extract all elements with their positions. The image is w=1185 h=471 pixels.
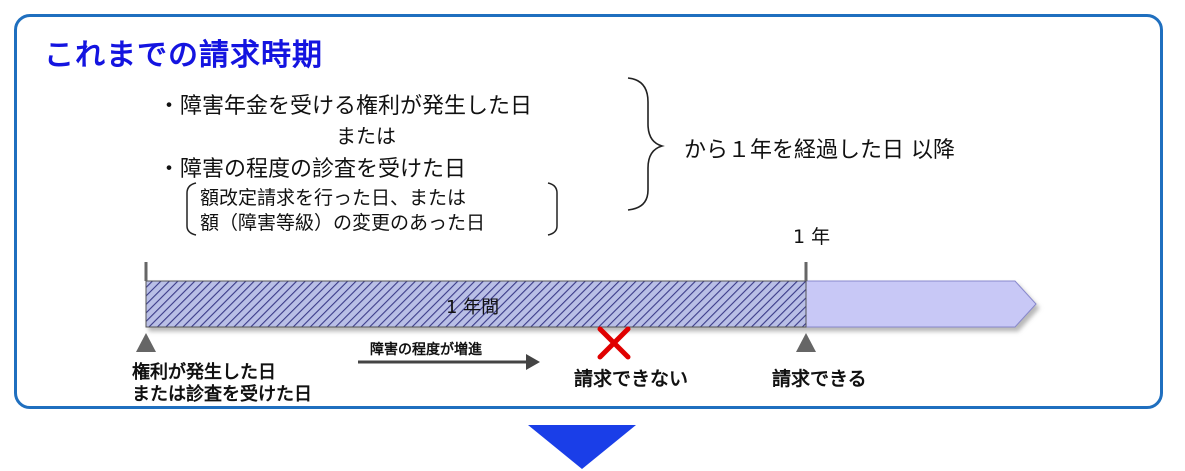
condition-or: または [336, 124, 396, 148]
cross-icon [597, 326, 631, 360]
brace-large [627, 77, 665, 211]
one-year-triangle [796, 333, 816, 352]
condition-item-2: ・障害の程度の診査を受けた日 [158, 157, 467, 182]
down-arrow-icon [528, 425, 636, 469]
condition-sub-2: 額（障害等級）の変更のあった日 [200, 212, 486, 234]
cannot-claim-label: 請求できない [574, 368, 689, 390]
progression-arrow-head [526, 354, 540, 370]
paren-left [186, 182, 197, 236]
one-year-bar [145, 280, 807, 328]
condition-result: から１年を経過した日 以降 [684, 138, 955, 163]
paren-right [547, 182, 558, 236]
start-triangle [136, 333, 156, 352]
start-label-line-2: または診査を受けた日 [132, 384, 312, 405]
condition-item-1: ・障害年金を受ける権利が発生した日 [158, 94, 533, 119]
one-year-marker: 1 年 [793, 226, 831, 248]
after-year-bar [805, 280, 1037, 328]
progression-label: 障害の程度が増進 [370, 342, 482, 358]
condition-sub-1: 額改定請求を行った日、または [200, 187, 467, 209]
info-panel [14, 14, 1163, 409]
start-label-line-1: 権利が発生した日 [132, 362, 276, 383]
page-title: これまでの請求時期 [44, 38, 323, 73]
can-claim-label: 請求できる [772, 368, 867, 390]
one-year-bar-label: 1 年間 [446, 297, 500, 318]
